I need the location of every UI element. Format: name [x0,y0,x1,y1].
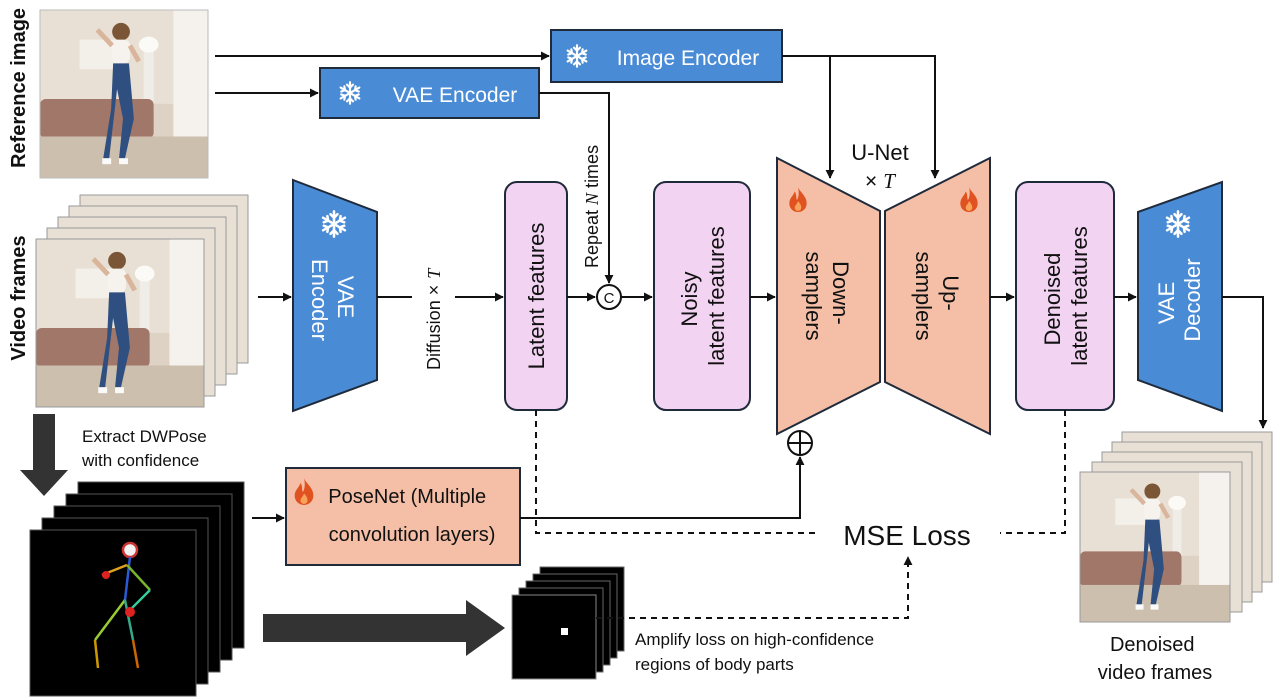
denoised-latent-label: Denoised latent features [1040,226,1092,365]
pose-frame [29,529,197,697]
connectors [215,51,1268,523]
vae-encoder-block: VAE Encoder [292,178,378,413]
video-frame [35,238,205,408]
latent-features-label: Latent features [524,223,549,370]
video-frames-label: Video frames [8,235,30,360]
denoised-frames-label: Denoised video frames [1098,634,1213,684]
noisy-latent-box: Noisy latent features [653,181,751,411]
amplify-loss-label: Amplify loss on high-confidence regions … [635,630,879,674]
upsamplers-label: Up- samplers [911,251,963,340]
pose-frames-stack [29,481,245,697]
denoised-frames-stack [1079,431,1273,623]
image-encoder-label: Image Encoder [617,47,759,70]
down-arrow-big [20,414,68,496]
right-arrow-big [263,600,505,656]
add-node [787,430,813,456]
pose-skeleton [93,541,151,669]
vae-encoder-label: VAE Encoder [307,259,358,341]
vae-decoder-block: VAE Decoder [1137,180,1223,413]
diffusion-label: Diffusion ×T [424,267,444,370]
noisy-latent-label: Noisy latent features [677,226,729,365]
video-frame [1079,471,1231,623]
denoised-latent-box: Denoised latent features [1015,181,1115,411]
upsamplers-block: Up- samplers [884,156,991,436]
reference-image [39,9,209,179]
mse-loss-label: MSE Loss [843,520,971,551]
downsamplers-label: Down- samplers [801,251,853,340]
video-frames-stack [35,194,249,408]
unet-times: ×T [865,169,896,193]
vae-decoder-label: VAE Decoder [1154,258,1205,341]
posenet-label: PoseNet (Multiple convolution layers) [328,486,495,546]
mask-frames-stack [511,566,625,680]
downsamplers-block: Down- samplers [776,156,881,436]
confidence-region [561,628,568,635]
posenet-box: PoseNet (Multiple convolution layers) [285,467,521,566]
unet-title: U-Net [851,140,908,165]
extract-pose-label: Extract DWPose with confidence [81,427,211,470]
repeat-label: RepeatNtimes [582,145,602,268]
image-encoder-box: Image Encoder [550,29,783,83]
latent-features-box: Latent features [504,181,568,411]
concat-node: C [596,284,622,310]
vae-encoder-top-box: VAE Encoder [319,67,540,119]
loss-connectors [535,410,1066,619]
reference-image-label: Reference image [8,8,30,168]
vae-encoder-top-label: VAE Encoder [393,84,518,107]
concat-symbol: C [604,290,615,307]
